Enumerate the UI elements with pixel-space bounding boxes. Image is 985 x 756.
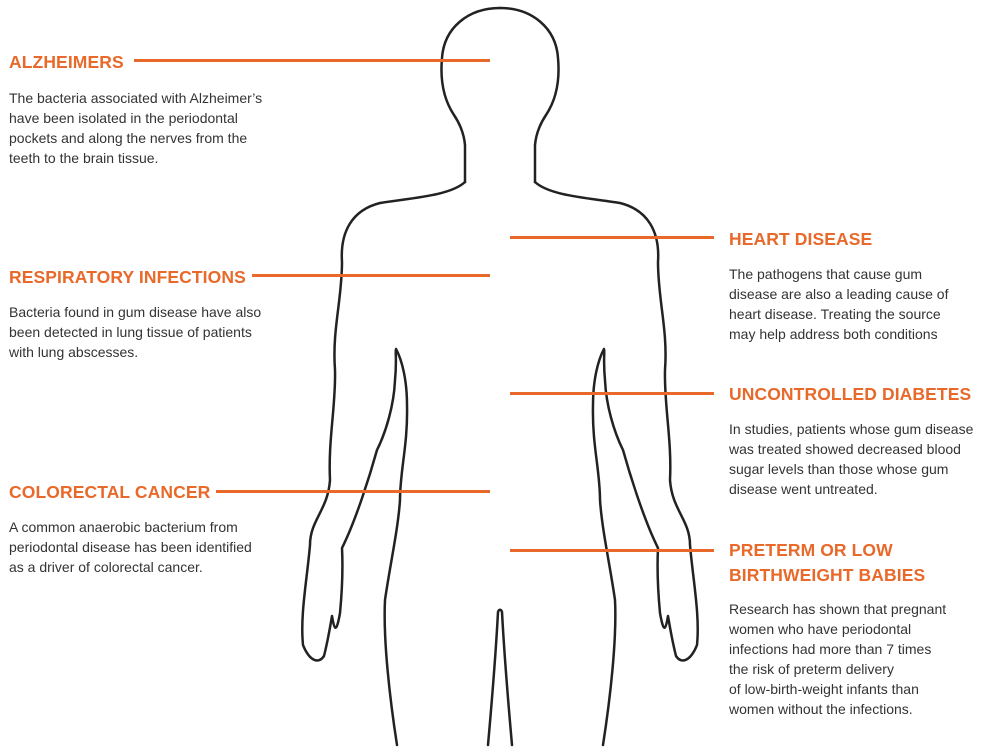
preterm-pointer-line — [510, 549, 714, 552]
alzheimers-pointer-line — [134, 59, 490, 62]
head-outline-right — [498, 6, 560, 184]
preterm-description: Research has shown that pregnant women w… — [729, 601, 947, 717]
heart-pointer-line — [510, 236, 714, 239]
preterm-title: PRETERM OR LOW BIRTHWEIGHT BABIES — [729, 540, 926, 585]
head-outline — [440, 6, 502, 184]
body-right-outline — [533, 180, 699, 747]
diabetes-description: In studies, patients whose gum disease w… — [729, 421, 974, 497]
respiratory-description: Bacteria found in gum disease have also … — [9, 304, 262, 360]
alzheimers-description: The bacteria associated with Alzheimer’s… — [9, 90, 263, 166]
diabetes-pointer-line — [510, 392, 714, 395]
colorectal-pointer-line — [216, 490, 490, 493]
heart-description: The pathogens that cause gum disease are… — [729, 266, 949, 342]
diabetes-title: UNCONTROLLED DIABETES — [729, 384, 972, 404]
colorectal-description: A common anaerobic bacterium from period… — [9, 519, 252, 575]
inner-legs-outline — [486, 608, 514, 747]
heart-title: HEART DISEASE — [729, 229, 873, 249]
body-left-outline — [301, 180, 467, 747]
alzheimers-title: ALZHEIMERS — [9, 52, 124, 72]
respiratory-title: RESPIRATORY INFECTIONS — [9, 267, 246, 287]
colorectal-title: COLORECTAL CANCER — [9, 482, 211, 502]
respiratory-pointer-line — [252, 274, 490, 277]
